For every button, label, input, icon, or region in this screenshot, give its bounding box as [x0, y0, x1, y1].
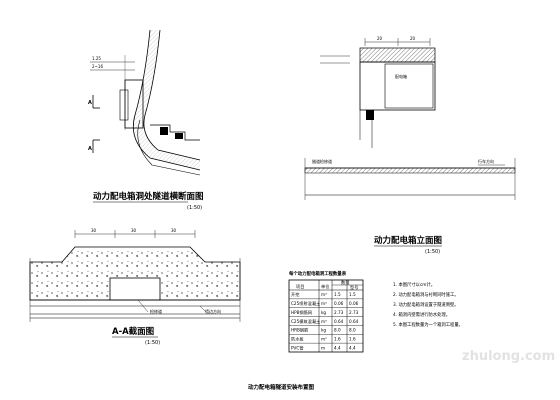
elevation-dim-2: 20: [410, 36, 416, 41]
table-cell: 1.5: [334, 292, 341, 297]
table-cell: 0.64: [349, 319, 359, 324]
tunnel-dim-2: 2~16: [92, 64, 103, 69]
elevation-scale: (1:50): [425, 249, 440, 255]
table-cell: 1.6: [349, 336, 356, 341]
elevation-dim-1: 20: [377, 36, 383, 41]
table-cell: HPB钢筋网: [291, 309, 312, 316]
table-header-type: 型号: [350, 284, 358, 291]
table-cell: 8.0: [349, 328, 356, 333]
section-marker-a-top: A: [88, 100, 92, 106]
table-cell: 1.6: [334, 336, 341, 341]
note-3: 3. 动力配电箱洞设置于隧道侧壁。: [393, 301, 459, 308]
section-aa-view: 30 30 30 检修道 墙边方向 A-A截面图 (1:50): [29, 228, 241, 346]
table-cell: m: [321, 345, 325, 350]
table-cell: PVC管: [291, 344, 304, 351]
section-right-label: 墙边方向: [205, 308, 221, 314]
tunnel-section-scale: (1:50): [187, 205, 202, 211]
table-cell: 4.4: [334, 345, 341, 350]
table-cell: 开挖: [291, 291, 299, 298]
table-header-unit: 单位: [321, 283, 329, 290]
section-aa-scale: (1:50): [145, 340, 160, 346]
table-cell: m²: [321, 336, 327, 341]
table-cell: 8.0: [334, 328, 341, 333]
table-cell: 0.64: [334, 319, 344, 324]
table-cell: kg: [321, 310, 326, 315]
section-dim-1: 30: [91, 228, 97, 233]
elevation-left-label: 隧道检修道: [312, 158, 332, 164]
elevation-title: 动力配电箱立面图: [374, 235, 442, 246]
section-aa-title: A-A截面图: [112, 326, 154, 337]
note-1: 1. 本图尺寸以cm计。: [393, 281, 435, 288]
table-cell: 4.4: [349, 345, 356, 350]
notes-block: 1. 本图尺寸以cm计。 2. 动力配电箱洞与衬砌同时施工。 3. 动力配电箱洞…: [393, 281, 463, 328]
table-header-item: 项目: [296, 284, 304, 290]
sheet-title: 动力配电箱隧道安装布置图: [248, 383, 315, 391]
table-cell: 0.06: [334, 301, 344, 306]
table-cell: 2.73: [349, 310, 359, 315]
table-cell: C25模筑混凝土: [291, 318, 320, 325]
section-left-label: 检修道: [150, 308, 162, 314]
tunnel-section-title: 动力配电箱洞处隧道横断面图: [93, 191, 204, 202]
elevation-box-label: 配电箱: [395, 73, 407, 79]
elevation-right-label: 行车方向: [478, 158, 494, 164]
table-cell: HRB钢筋: [291, 327, 308, 334]
note-2: 2. 动力配电箱洞与衬砌同时施工。: [393, 291, 459, 298]
table-cell: C25喷射混凝土: [291, 300, 320, 307]
section-dim-2: 30: [131, 228, 137, 233]
watermark: zhulong.com: [462, 349, 555, 364]
tunnel-dim-1: 1.25: [92, 56, 101, 61]
table-header-qty: 数量: [341, 279, 349, 286]
table-cell: 2.73: [334, 310, 344, 315]
table-cell: 1.5: [349, 292, 356, 297]
section-marker-a-bottom: A: [88, 146, 92, 152]
table-cell: 防水板: [291, 335, 304, 342]
table-cell: m³: [321, 292, 327, 297]
table-cell: m³: [321, 301, 327, 306]
note-5: 5. 本图工程数量为一个箱洞工程量。: [393, 321, 463, 328]
table-cell: 0.06: [349, 301, 359, 306]
quantity-table-title: 每个动力配电箱洞工程数量表: [288, 270, 347, 277]
table-cell: m³: [321, 319, 327, 324]
elevation-view: 20 20 配电箱 隧道检修道 行车方向 动力配电箱立面图 (1:50): [304, 36, 516, 255]
note-4: 4. 箱洞内壁需进行防水处理。: [393, 311, 450, 318]
section-dim-3: 30: [171, 228, 177, 233]
quantity-table: 每个动力配电箱洞工程数量表 项目 单位 数量 型号 开挖 m³ 1.5 1.5C25喷…: [288, 270, 364, 353]
tunnel-section-view: 1.25 2~16 A A 动力配电箱洞处隧道横断面图 (1:50): [88, 29, 204, 211]
table-cell: kg: [321, 328, 326, 333]
